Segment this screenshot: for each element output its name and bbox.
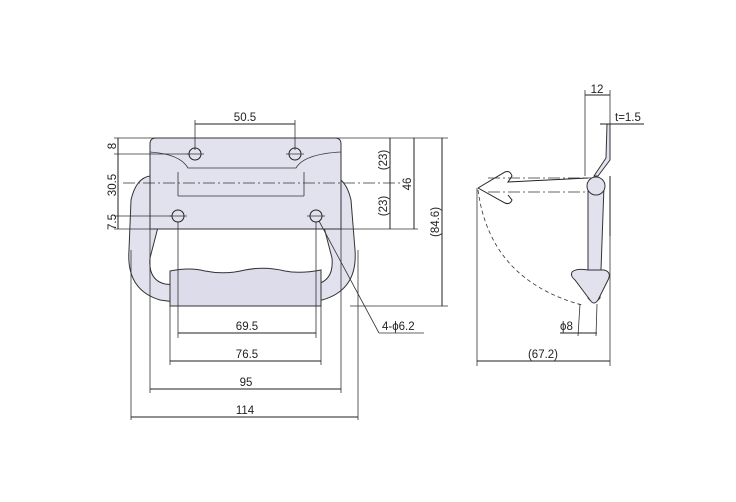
plate-recess xyxy=(149,151,342,169)
bracket-plate xyxy=(593,123,611,177)
hole-callout: 4-ϕ6.2 xyxy=(382,321,415,333)
dim-swing-radius: (67.2) xyxy=(528,349,558,361)
dim-hole-vertical-spacing: 30.5 xyxy=(107,174,119,196)
dim-thickness: t=1.5 xyxy=(615,112,641,124)
dim-plate-height: 46 xyxy=(402,178,414,191)
dim-overall-height: (84.6) xyxy=(430,207,442,237)
dim-depth: 12 xyxy=(591,84,604,96)
folded-handle-outline xyxy=(477,171,589,205)
pivot xyxy=(586,176,606,196)
dim-half-height-upper: (23) xyxy=(378,150,390,171)
dim-rod-diameter: ϕ8 xyxy=(560,321,573,333)
dim-top-offset: 8 xyxy=(107,143,119,149)
swing-arc xyxy=(477,189,583,306)
dim-grip-length: 76.5 xyxy=(236,349,258,361)
dim-hole-spacing-top: 50.5 xyxy=(234,112,256,124)
dim-inner-width: 95 xyxy=(240,377,253,389)
dim-hole-spacing-bottom: 69.5 xyxy=(236,321,258,333)
mounting-plate xyxy=(149,137,342,230)
dim-overall-width: 114 xyxy=(236,405,255,417)
dim-bottom-offset: 7.5 xyxy=(107,214,119,230)
arm-end xyxy=(570,268,610,304)
grip-tube xyxy=(169,267,322,307)
front-view: 50.5 8 30.5 7.5 (23) (23) 46 (84.6) 69.5 xyxy=(107,112,448,420)
dim-half-height-lower: (23) xyxy=(378,196,390,217)
side-view: 12 t=1.5 ϕ8 (67.2) xyxy=(476,84,644,366)
